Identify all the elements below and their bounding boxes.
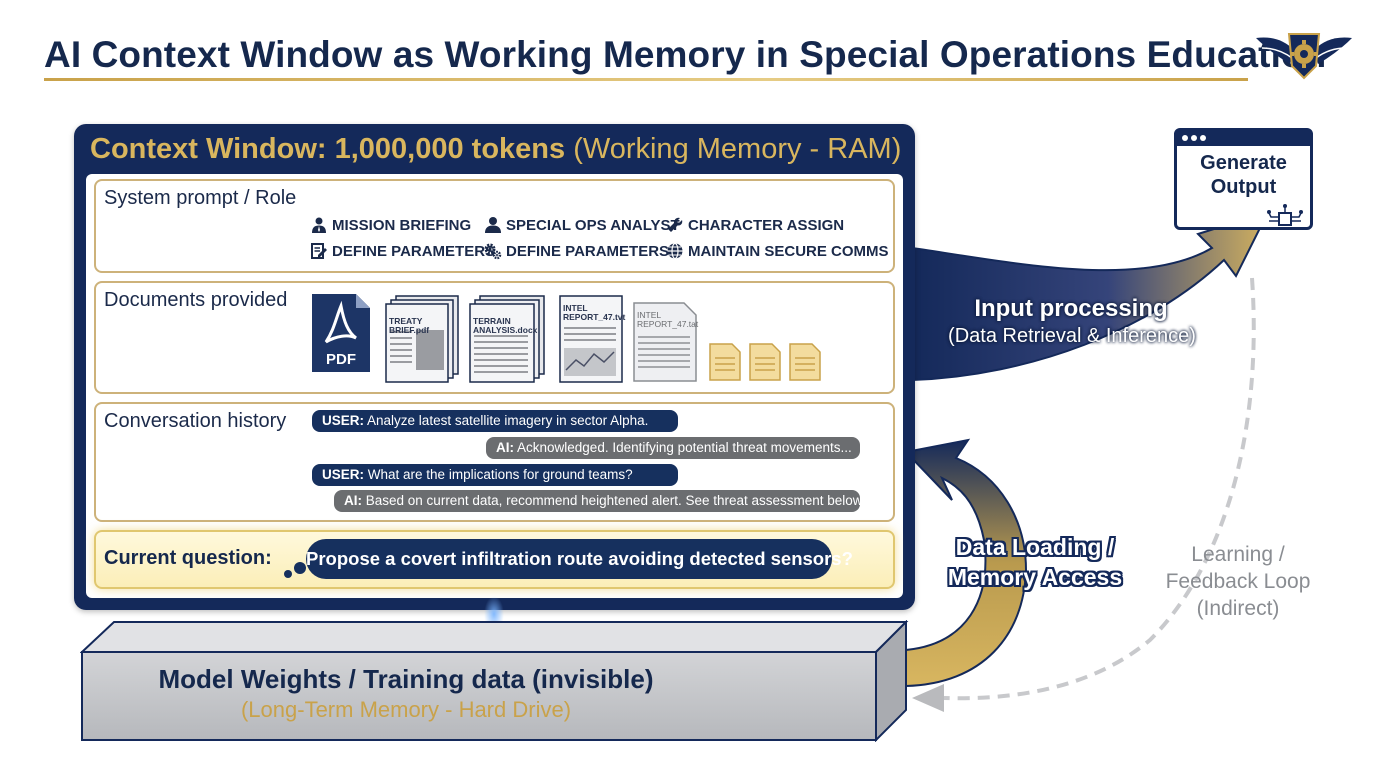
user-message: USER: Analyze latest satellite imagery i…	[312, 410, 678, 432]
window-dot	[1191, 135, 1197, 141]
tag-label: MAINTAIN SECURE COMMS	[688, 242, 889, 260]
model-weights-block	[80, 620, 909, 742]
context-window-panel: Context Window: 1,000,000 tokens (Workin…	[74, 124, 915, 610]
file-name: TREATY BRIEF.pdf	[389, 316, 430, 335]
intel-report-tvt-file: INTEL REPORT_47.tvt	[558, 294, 626, 384]
input-processing-label: Input processing	[974, 295, 1168, 322]
message-speaker: AI:	[344, 493, 362, 508]
globe-icon	[667, 242, 683, 260]
tag-mission-briefing: MISSION BRIEFING	[310, 216, 471, 234]
tag-character-assign: CHARACTER ASSIGN	[666, 216, 844, 234]
data-loading-label: Data Loading / Memory Access	[947, 534, 1123, 590]
context-window-title: Context Window: 1,000,000 tokens (Workin…	[90, 133, 901, 166]
file-name: TERRAIN ANALYSIS.docx	[473, 316, 538, 335]
tag-label: DEFINE PARAMETERS	[332, 242, 496, 260]
gold-note-icon	[749, 343, 781, 381]
learning-feedback-arrow	[943, 277, 1256, 701]
pdf-document-icon: PDF	[310, 292, 372, 374]
tag-secure-comms: MAINTAIN SECURE COMMS	[666, 242, 889, 260]
file-name: INTEL REPORT_47.tvt	[563, 303, 626, 322]
data-loading-arrow	[904, 438, 1028, 688]
edit-document-icon	[311, 243, 327, 259]
conversation-history-section: Conversation history USER: Analyze lates…	[94, 402, 895, 522]
wrench-icon	[668, 217, 683, 232]
message-speaker: USER:	[322, 467, 365, 482]
gears-icon	[484, 243, 502, 260]
current-question-section: Current question: Propose a covert infil…	[94, 530, 895, 589]
context-window-title-main: Context Window: 1,000,000 tokens	[90, 133, 566, 165]
message-text: Analyze latest satellite imagery in sect…	[367, 413, 649, 428]
documents-section: Documents provided PDF TREATY BRIEF.pdf …	[94, 281, 895, 394]
gold-note-icon	[789, 343, 821, 381]
ai-message: AI: Based on current data, recommend hei…	[334, 490, 866, 512]
tag-define-parameters-1: DEFINE PARAMETERS	[310, 242, 495, 260]
tag-label: MISSION BRIEFING	[332, 216, 472, 234]
message-speaker: USER:	[322, 413, 365, 428]
window-titlebar	[1177, 131, 1310, 146]
terrain-analysis-file: TERRAIN ANALYSIS.docx	[468, 294, 546, 384]
page-title: AI Context Window as Working Memory in S…	[44, 34, 1327, 75]
context-window-title-sub: (Working Memory - RAM)	[573, 133, 902, 165]
model-weights-subtitle: (Long-Term Memory - Hard Drive)	[240, 697, 572, 722]
window-dot	[1200, 135, 1206, 141]
model-weights-title: Model Weights / Training data (invisible…	[158, 664, 654, 694]
message-speaker: AI:	[496, 440, 514, 455]
gold-note-icon	[709, 343, 741, 381]
learning-feedback-label: Learning / Feedback Loop (Indirect)	[1165, 543, 1311, 620]
message-text: Acknowledged. Identifying potential thre…	[517, 440, 852, 455]
user-message: USER: What are the implications for grou…	[312, 464, 678, 486]
circuit-chip-icon	[1267, 204, 1303, 226]
documents-label: Documents provided	[104, 289, 288, 311]
intel-report-tat-file: INTEL REPORT_47.tat	[632, 301, 698, 383]
message-text: Based on current data, recommend heighte…	[365, 493, 866, 508]
file-name: INTEL REPORT_47.tat	[637, 310, 699, 329]
tag-label: SPECIAL OPS ANALYST	[506, 216, 680, 234]
ai-message: AI: Acknowledged. Identifying potential …	[486, 437, 860, 459]
generate-output-box: Generate Output	[1174, 128, 1313, 230]
system-prompt-section: System prompt / Role MISSION BRIEFING SP…	[94, 179, 895, 273]
winged-gear-emblem-icon	[1256, 33, 1352, 80]
system-prompt-label: System prompt / Role	[104, 187, 297, 209]
conversation-history-label: Conversation history	[104, 410, 287, 432]
current-question-bubble: Propose a covert infiltration route avoi…	[306, 539, 853, 579]
title-underline	[44, 78, 1248, 81]
analyst-person-icon	[485, 217, 501, 233]
treaty-brief-file: TREATY BRIEF.pdf	[384, 294, 460, 384]
generate-output-title: Generate Output	[1200, 152, 1287, 198]
input-processing-arrow	[911, 210, 1270, 382]
learning-arrowhead	[912, 684, 944, 712]
window-dot	[1182, 135, 1188, 141]
input-processing-sublabel: (Data Retrieval & Inference)	[948, 325, 1196, 347]
tag-special-ops-analyst: SPECIAL OPS ANALYST	[484, 216, 680, 234]
message-text: What are the implications for ground tea…	[367, 467, 633, 482]
thought-dots-icon	[284, 562, 306, 578]
tag-define-parameters-2: DEFINE PARAMETERS	[484, 242, 669, 260]
pdf-label: PDF	[326, 351, 356, 368]
tag-label: DEFINE PARAMETERS	[506, 242, 670, 260]
briefing-person-icon	[312, 217, 326, 233]
context-window-content: System prompt / Role MISSION BRIEFING SP…	[86, 174, 903, 598]
tag-label: CHARACTER ASSIGN	[688, 216, 845, 234]
current-question-label: Current question:	[104, 547, 272, 569]
